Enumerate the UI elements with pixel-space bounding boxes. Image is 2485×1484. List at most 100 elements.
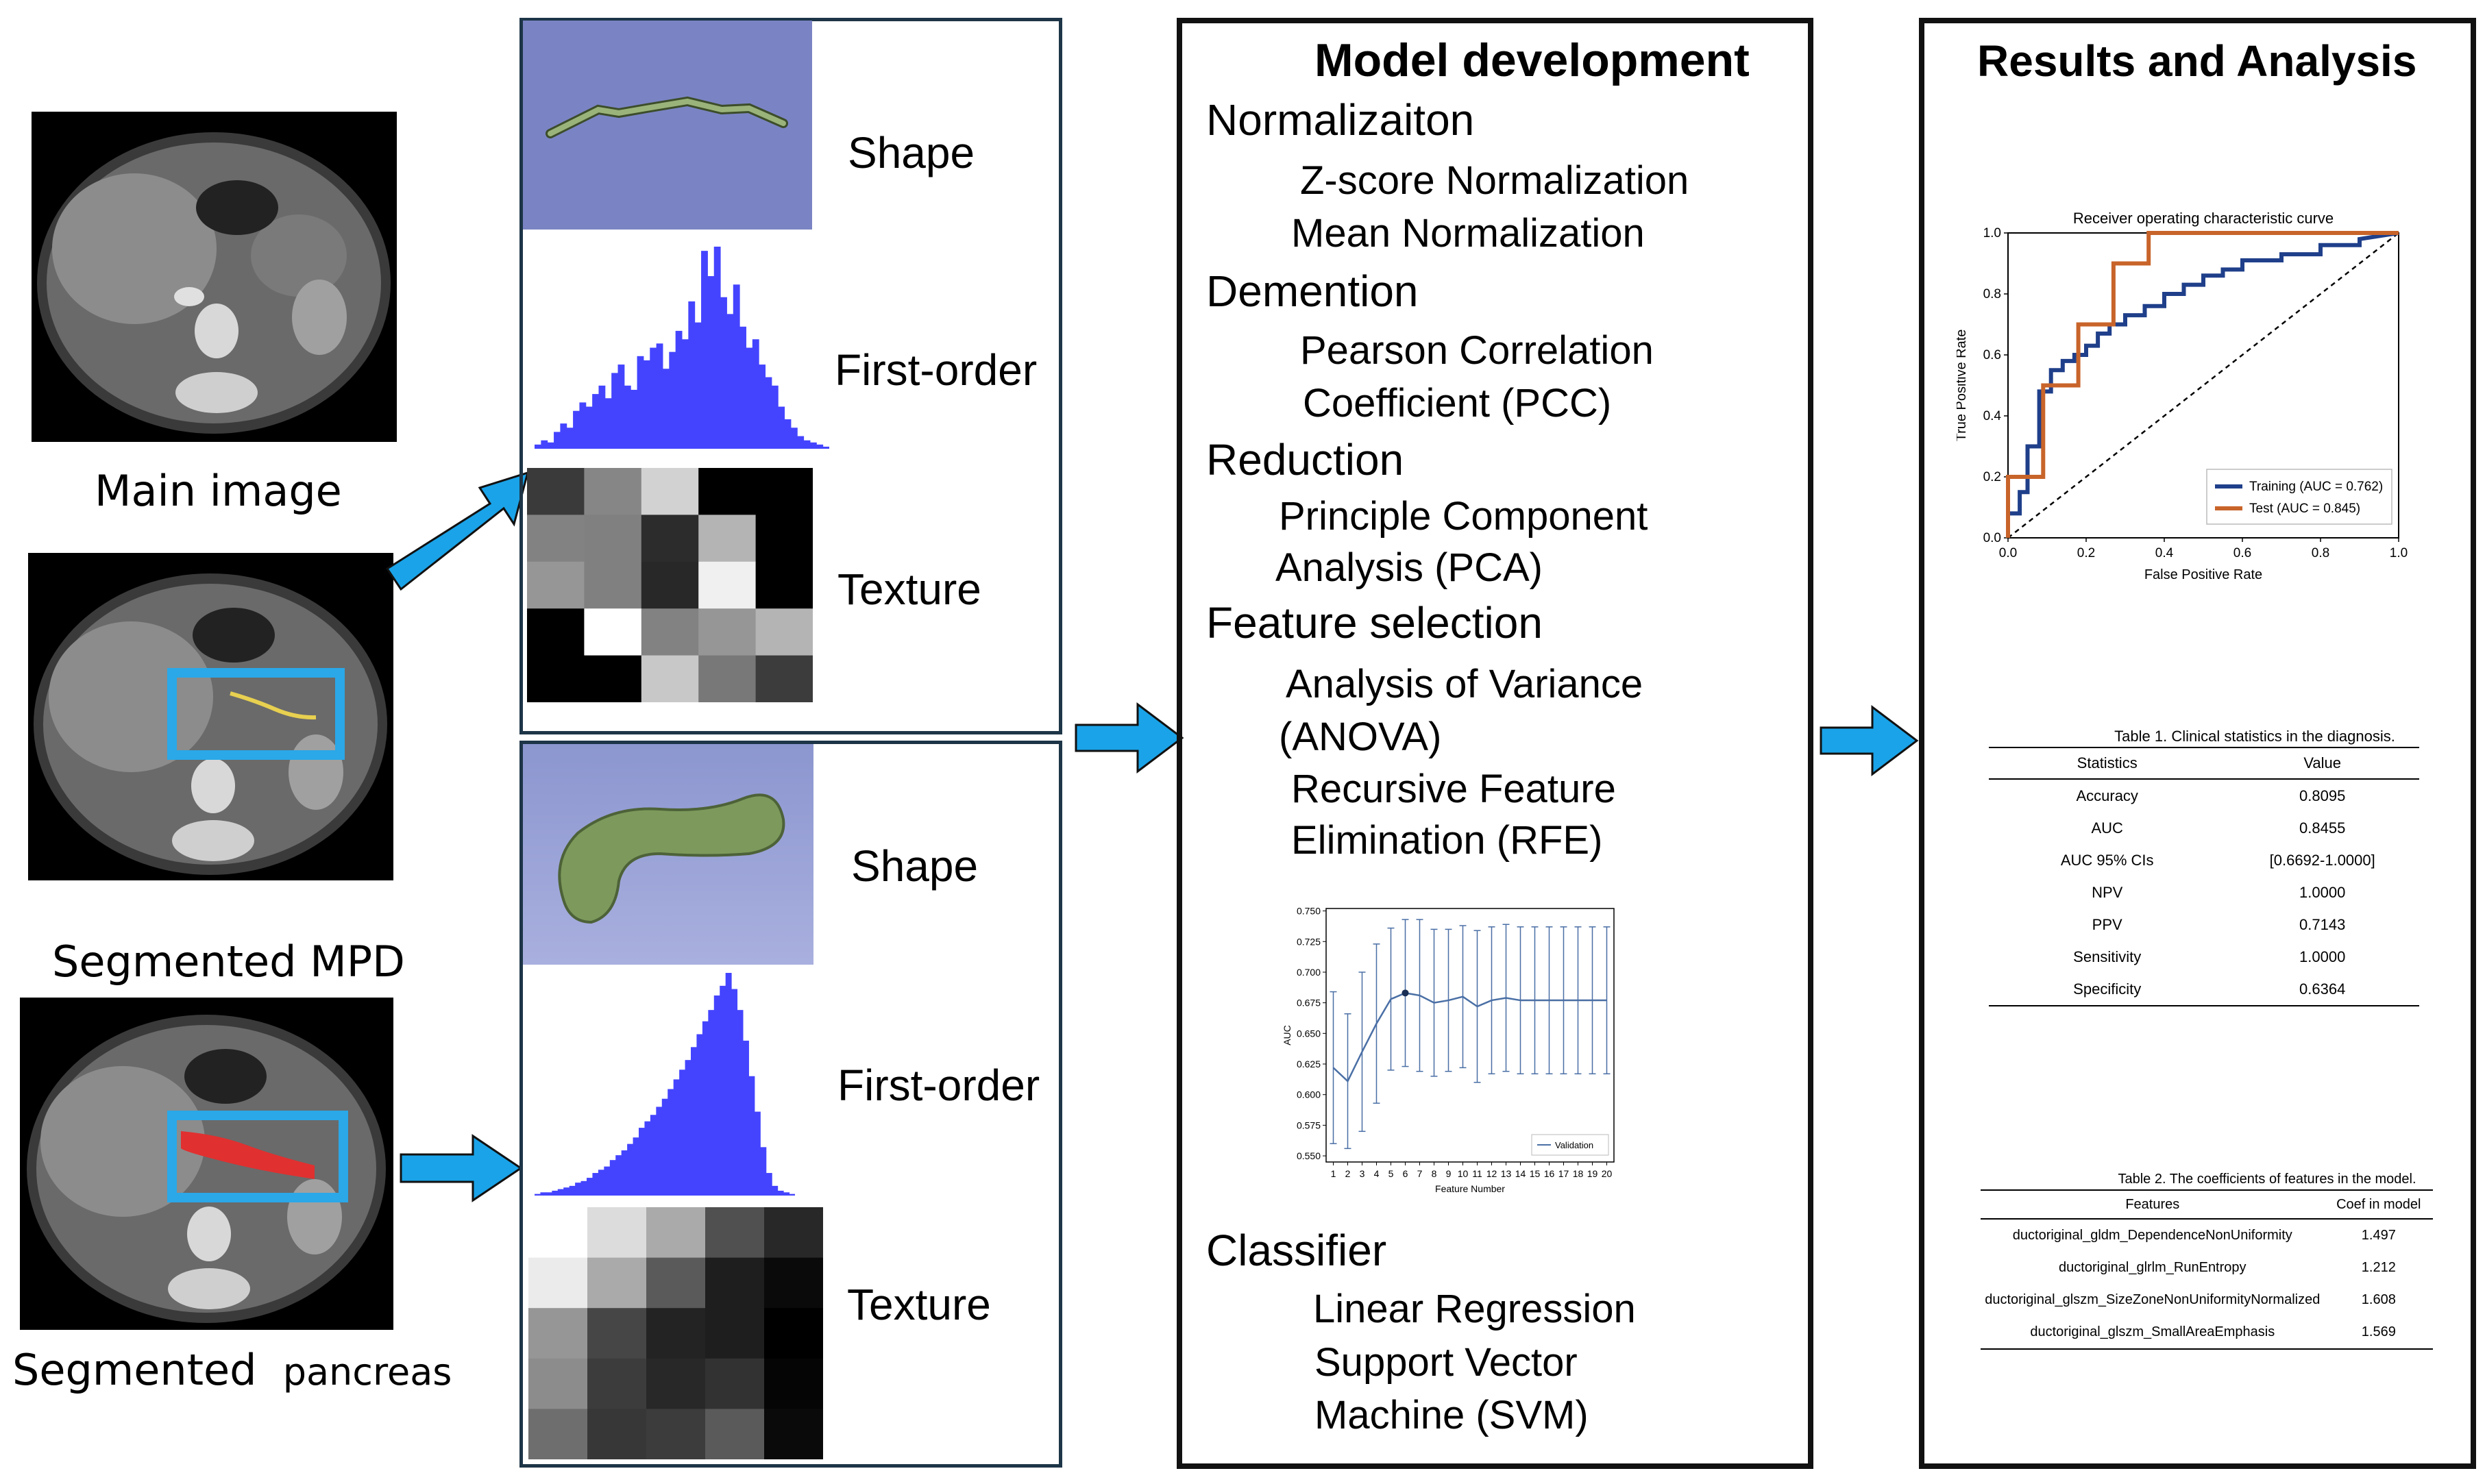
histogram-bar	[737, 1010, 744, 1196]
texture-cell	[764, 1308, 824, 1359]
texture-cell	[705, 1409, 765, 1460]
roc-title: Receiver operating characteristic curve	[2073, 210, 2334, 227]
table-cell: 0.6364	[2299, 980, 2346, 998]
histogram-bar	[726, 314, 734, 449]
table-header-cell: Coef in model	[2324, 1190, 2433, 1220]
histogram-bar	[573, 410, 580, 449]
texture-matrix	[527, 468, 813, 703]
histogram-bar	[783, 1192, 790, 1196]
histogram-bar	[731, 989, 738, 1196]
mpd-ct-image	[28, 553, 393, 880]
histogram-bar	[679, 1069, 686, 1196]
item-linear-regression: Linear Regression	[1313, 1287, 1636, 1331]
section-heading-feature-selection: Feature selection	[1206, 598, 1543, 647]
main-ct-image	[32, 112, 397, 442]
texture-cell	[587, 1308, 647, 1359]
table-row: Sensitivity 1.0000	[1989, 941, 2419, 973]
rfe-x-tick-label: 6	[1403, 1168, 1408, 1179]
texture-cell	[584, 561, 642, 609]
texture-cell	[641, 561, 699, 609]
rfe-y-tick-label: 0.575	[1297, 1120, 1321, 1130]
texture-matrix	[528, 1207, 824, 1460]
roc-series-line	[2006, 231, 2399, 538]
texture-cell	[705, 1308, 765, 1359]
pancreas-image-label: Segmented pancreas	[12, 1345, 452, 1395]
roc-x-tick-label: 0.2	[2077, 546, 2095, 560]
texture-cell	[587, 1257, 647, 1309]
histogram-bar	[592, 394, 599, 449]
roc-y-tick-label: 0.4	[1983, 409, 2002, 423]
texture-cell	[705, 1207, 765, 1259]
texture-cell	[641, 468, 699, 515]
table-cell: ductoriginal_glszm_SizeZoneNonUniformity…	[1985, 1292, 2321, 1307]
mpd-texture-label: Texture	[837, 565, 981, 614]
histogram-bar	[809, 442, 817, 449]
table-cell: 0.8455	[2299, 819, 2346, 837]
rfe-x-tick-label: 1	[1331, 1168, 1336, 1179]
rfe-y-tick-label: 0.650	[1297, 1028, 1321, 1039]
arrow-mpd-to-features	[385, 471, 530, 591]
table-cell: 0.8095	[2299, 787, 2346, 804]
rfe-y-tick-label: 0.550	[1297, 1150, 1321, 1161]
item-pcc: Coefficient (PCC)	[1303, 381, 1612, 425]
main-image-label: Main image	[95, 466, 342, 516]
table-header-cell: Statistics	[1989, 747, 2226, 780]
histogram-bar	[540, 1192, 547, 1196]
texture-cell	[646, 1409, 706, 1460]
item-mean-normalization: Mean Normalization	[1291, 211, 1645, 256]
histogram-bar	[535, 1194, 541, 1196]
histogram-bar	[777, 1190, 784, 1196]
table-cell: 1.0000	[2299, 948, 2346, 965]
mpd-highlight-box	[167, 668, 345, 760]
histogram-bar	[656, 343, 663, 449]
mpd-ct-drawing	[34, 573, 387, 875]
pancreas-label-main: Segmented	[12, 1345, 257, 1395]
texture-cell	[641, 515, 699, 562]
texture-cell	[527, 608, 585, 656]
histogram-bar	[743, 1040, 749, 1196]
histogram-bar	[688, 301, 696, 449]
mpd-shape-label: Shape	[848, 128, 975, 177]
histogram-bar	[685, 1060, 691, 1196]
texture-cell	[755, 468, 813, 515]
pancreas-texture-glcm	[528, 1207, 824, 1460]
texture-cell	[764, 1207, 824, 1259]
histogram-bar	[691, 1047, 697, 1196]
histogram-bar	[748, 1076, 755, 1196]
histogram-bar	[696, 1034, 703, 1196]
texture-cell	[587, 1409, 647, 1460]
pancreas-label-sub: pancreas	[282, 1350, 452, 1394]
histogram-bar	[615, 1155, 622, 1196]
item-svm-1: Support Vector	[1314, 1340, 1578, 1385]
item-svm-2: Machine (SVM)	[1314, 1393, 1589, 1437]
section-heading-dimension: Demention	[1206, 267, 1419, 316]
histogram-bar	[746, 347, 753, 449]
histogram-bar	[803, 440, 811, 449]
rfe-series-line	[1332, 992, 1607, 1083]
histogram-bar	[772, 1185, 779, 1196]
roc-y-tick-label: 0.0	[1983, 531, 2001, 545]
rfe-x-tick-label: 16	[1544, 1168, 1555, 1179]
rfe-y-tick-label: 0.625	[1297, 1059, 1321, 1069]
texture-cell	[646, 1358, 706, 1409]
pancreas-shape-label: Shape	[851, 841, 979, 891]
texture-cell	[584, 655, 642, 703]
histogram-bar	[668, 1089, 674, 1196]
texture-cell	[528, 1409, 588, 1460]
texture-cell	[755, 608, 813, 656]
histogram-bar	[682, 339, 689, 449]
rfe-x-tick-label: 20	[1602, 1168, 1613, 1179]
table-cell: Specificity	[2073, 980, 2142, 998]
roc-x-tick-label: 0.4	[2155, 546, 2174, 560]
arrow-features-to-model	[1075, 702, 1184, 774]
table-cell: Sensitivity	[2073, 948, 2142, 965]
texture-cell	[528, 1207, 588, 1259]
table-cell: ductoriginal_glszm_SmallAreaEmphasis	[2030, 1324, 2275, 1339]
histogram-bar	[720, 297, 727, 449]
item-pearson: Pearson Correlation	[1300, 328, 1654, 373]
table-header-cell: Features	[1981, 1190, 2325, 1220]
